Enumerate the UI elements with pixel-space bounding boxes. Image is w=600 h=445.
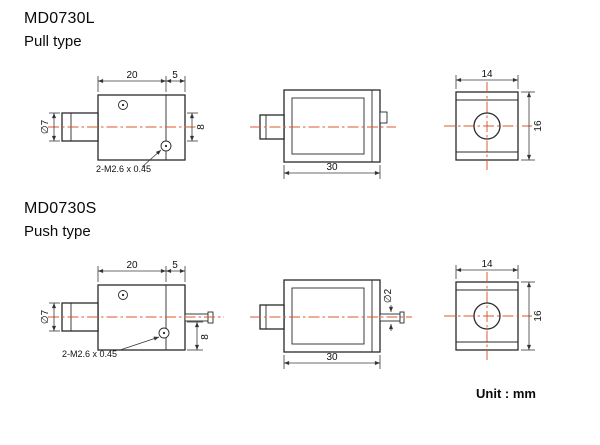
dim-8: 8 <box>187 321 211 351</box>
dim-5: 5 <box>166 70 186 92</box>
push-rod-tip <box>399 311 405 324</box>
hole-center-mark <box>121 103 125 107</box>
push-rod <box>379 313 401 322</box>
hole-center-mark <box>121 293 125 297</box>
dim-dia2: ∅2 <box>383 288 394 331</box>
dim-label-8: 8 <box>196 124 207 130</box>
coil-frame-outline <box>283 89 381 163</box>
dim-dia7: ∅7 <box>40 302 60 332</box>
type-label-push: Push type <box>24 223 91 240</box>
dim-20: 20 <box>97 260 167 282</box>
dim-label-14: 14 <box>481 69 493 80</box>
thread-callout: 2-M2.6 x 0.45 <box>96 149 162 174</box>
plunger-bore-circle <box>473 112 501 140</box>
dim-label-20: 20 <box>126 260 138 271</box>
dim-30: 30 <box>283 352 381 369</box>
leader-line <box>119 336 160 351</box>
dim-label-5: 5 <box>172 70 178 81</box>
dim-14: 14 <box>455 69 519 89</box>
coil-window <box>291 97 365 155</box>
coil-window <box>291 287 365 345</box>
dim-14: 14 <box>455 259 519 279</box>
coil-frame-outline <box>283 279 381 353</box>
dim-label-16: 16 <box>533 310 544 322</box>
dim-label-20: 20 <box>126 70 138 81</box>
push-rod <box>184 313 209 322</box>
pull-side-view: 20 5 ∅7 8 2-M2.6 x 0.45 <box>40 70 207 174</box>
dim-label-8: 8 <box>200 334 211 340</box>
body-outline <box>97 94 186 161</box>
dim-label-30: 30 <box>326 162 338 173</box>
dim-16: 16 <box>521 91 544 161</box>
hole-center-mark <box>162 331 166 335</box>
push-end-view: 14 16 <box>444 259 544 360</box>
unit-label: Unit : mm <box>476 386 536 401</box>
dim-16: 16 <box>521 281 544 351</box>
dim-label-5: 5 <box>172 260 178 271</box>
hole-center-mark <box>164 144 168 148</box>
push-front-view: ∅2 30 <box>250 279 412 369</box>
dim-label-14: 14 <box>481 259 493 270</box>
thread-callout-label: 2-M2.6 x 0.45 <box>62 349 117 359</box>
dim-label-16: 16 <box>533 120 544 132</box>
dim-20: 20 <box>97 70 167 92</box>
leader-line <box>141 149 162 168</box>
push-side-view: 20 5 ∅7 8 2-M2.6 x 0.45 <box>40 260 224 359</box>
thread-callout-label: 2-M2.6 x 0.45 <box>96 164 151 174</box>
pull-type-heading: MD0730L Pull type <box>24 10 95 50</box>
body-outline <box>97 284 186 351</box>
dim-30: 30 <box>283 162 381 179</box>
dim-label-dia7: ∅7 <box>40 119 51 134</box>
push-type-heading: MD0730S Push type <box>24 200 97 240</box>
pull-front-view: 30 <box>250 89 396 179</box>
dim-label-dia7: ∅7 <box>40 309 51 324</box>
push-rod-tip <box>207 311 214 324</box>
dim-dia7: ∅7 <box>40 112 60 142</box>
terminal-tab <box>379 111 388 124</box>
dim-label-dia2: ∅2 <box>383 288 394 303</box>
dim-8: 8 <box>187 112 207 142</box>
pull-end-view: 14 16 <box>444 69 544 170</box>
dim-5: 5 <box>166 260 186 282</box>
model-number-pull: MD0730L <box>24 10 95 27</box>
model-number-push: MD0730S <box>24 200 97 217</box>
thread-callout: 2-M2.6 x 0.45 <box>62 336 160 359</box>
dim-label-30: 30 <box>326 352 338 363</box>
plunger-bore-circle <box>473 302 501 330</box>
type-label-pull: Pull type <box>24 33 82 50</box>
